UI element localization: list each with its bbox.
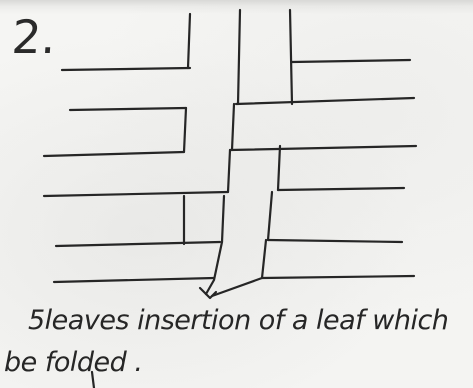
leaf-2-top-right bbox=[236, 98, 414, 104]
vleaf-right-a bbox=[290, 10, 292, 104]
leaf-1-top bbox=[62, 68, 190, 70]
vleaf-mid-a bbox=[238, 10, 240, 104]
vleaf-mid-b bbox=[232, 104, 234, 150]
caption-line-2: be folded . bbox=[4, 342, 473, 384]
leaf-4-top-right bbox=[268, 240, 402, 242]
leaf-1-top-right bbox=[292, 60, 410, 62]
vleaf-mid-c bbox=[228, 150, 230, 192]
leaf-3-top-right bbox=[278, 188, 404, 190]
vleaf-mid-d bbox=[222, 196, 224, 242]
vleaf-right-c bbox=[268, 192, 272, 240]
leaf-5-top bbox=[54, 278, 214, 282]
leaf-5-top-right bbox=[262, 276, 414, 278]
leaf-2-bottom bbox=[44, 152, 184, 156]
caption: 5leaves insertion of a leaf which be fol… bbox=[4, 300, 473, 384]
folded-leaf bbox=[200, 240, 266, 298]
leaf-2-top bbox=[70, 108, 186, 110]
leaf-2-bottom-right bbox=[230, 146, 416, 150]
vleaf-right-b bbox=[278, 146, 280, 190]
folded-leaf-left-edge bbox=[206, 242, 222, 294]
vertical-leaves bbox=[184, 10, 292, 244]
vleaf-left-a bbox=[188, 14, 190, 68]
leaf-3-top bbox=[44, 192, 228, 196]
leaf-4-top bbox=[56, 242, 220, 246]
vleaf-left-b bbox=[184, 108, 186, 152]
caption-line-1: 5leaves insertion of a leaf which bbox=[4, 300, 473, 342]
